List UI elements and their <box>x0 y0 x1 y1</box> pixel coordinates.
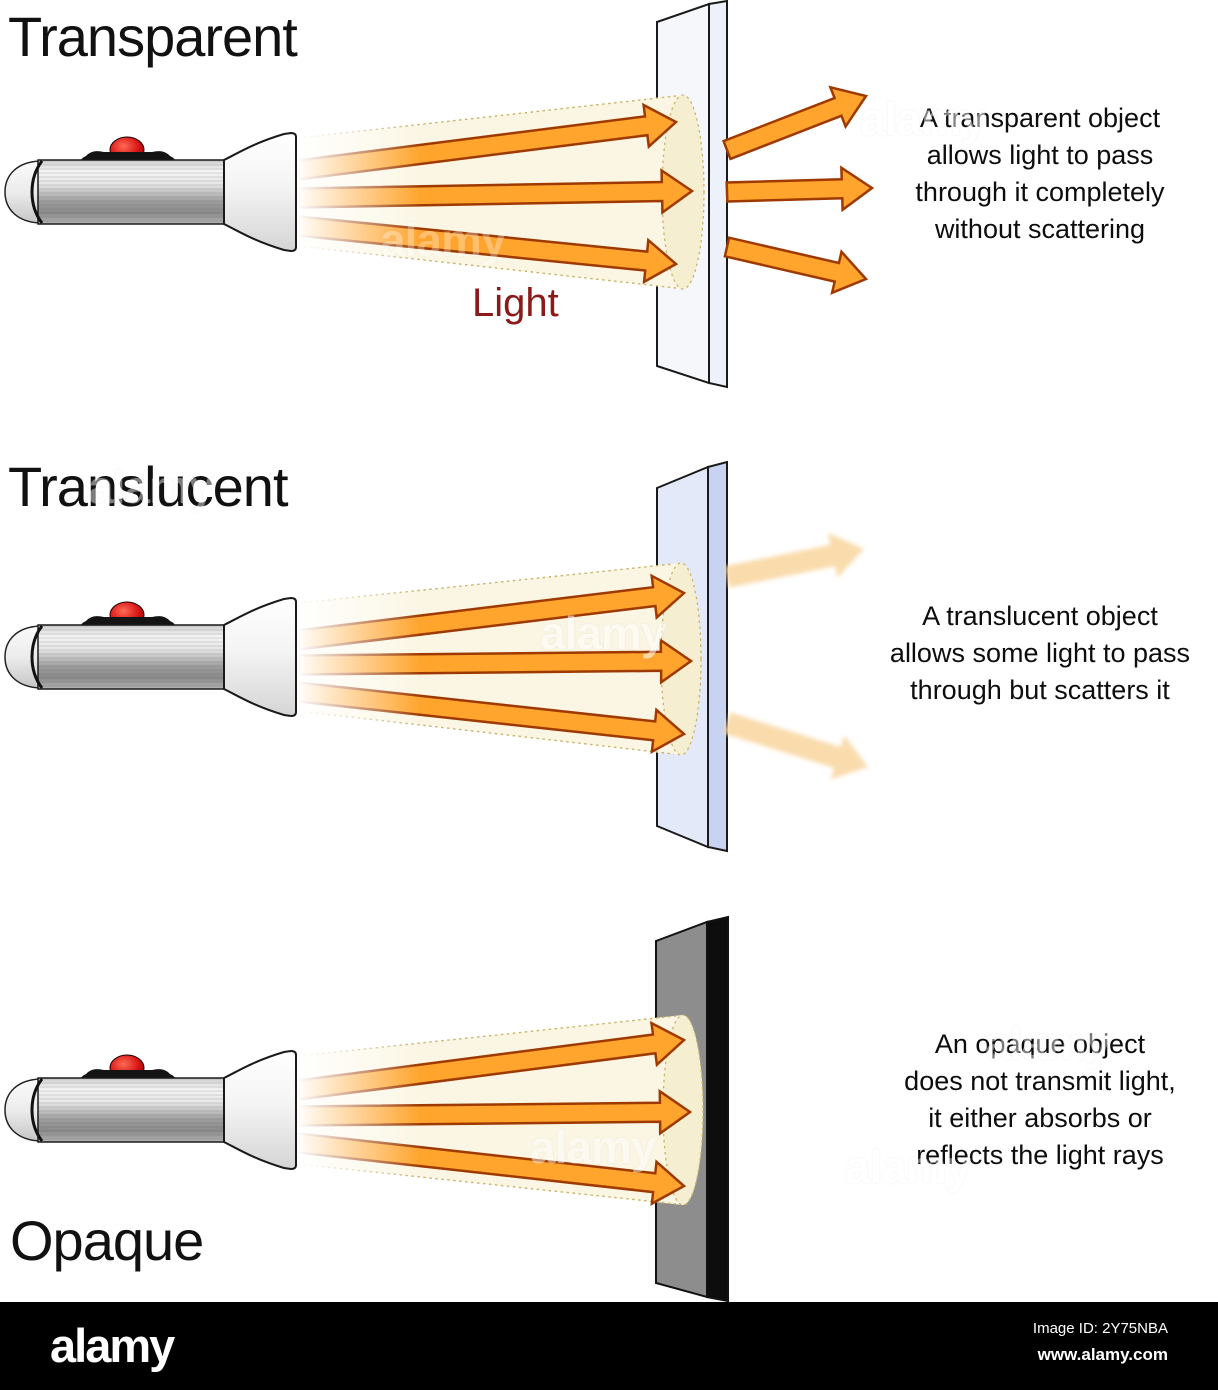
description-line: through but scatters it <box>910 675 1170 705</box>
description-line: An opaque object <box>934 1029 1146 1059</box>
alamy-url-text: www.alamy.com <box>1037 1345 1168 1364</box>
section-title-transparent: Transparent <box>8 5 298 68</box>
flashlight-graphic <box>3 131 298 253</box>
transmitted-light-rays <box>721 85 875 295</box>
translucent-description: A translucent object allows some light t… <box>862 598 1218 709</box>
flashlight-graphic <box>3 1049 298 1171</box>
description-line: does not transmit light, <box>904 1066 1176 1096</box>
faded-ray-arrow <box>723 712 868 780</box>
opaque-panel-side <box>706 915 729 1303</box>
footer-info: Image ID: 2Y75NBA www.alamy.com <box>1033 1316 1168 1368</box>
alamy-footer-bar: alamy Image ID: 2Y75NBA www.alamy.com <box>0 1302 1218 1390</box>
description-line: through it completely <box>915 177 1165 207</box>
image-id-text: Image ID: 2Y75NBA <box>1032 1320 1168 1337</box>
description-line: allows some light to pass <box>889 638 1191 668</box>
description-line: it either absorbs or <box>928 1103 1152 1133</box>
section-title-opaque: Opaque <box>10 1209 204 1272</box>
light-label: Light <box>472 281 559 325</box>
transparent-diagram <box>3 0 875 389</box>
translucent-diagram <box>3 460 868 853</box>
translucent-panel-side <box>707 460 728 853</box>
section-title-translucent: Translucent <box>8 455 288 518</box>
description-line: A transparent object <box>919 103 1161 133</box>
description-line: allows light to pass <box>926 140 1154 170</box>
description-line: reflects the light rays <box>916 1140 1164 1170</box>
light-ray-arrow <box>721 85 869 161</box>
transparent-description: A transparent object allows light to pas… <box>862 100 1218 248</box>
alamy-logo: alamy <box>50 1319 175 1372</box>
description-line: A translucent object <box>922 601 1158 631</box>
flashlight-graphic <box>3 596 298 718</box>
light-ray-arrow <box>723 236 869 295</box>
faded-ray-arrow <box>724 532 864 588</box>
scattered-light-rays <box>723 532 868 780</box>
opaque-description: An opaque object does not transmit light… <box>862 1026 1218 1174</box>
description-line: without scattering <box>934 214 1146 244</box>
opaque-diagram <box>3 915 729 1303</box>
light-ray-arrow <box>725 165 875 213</box>
transparent-panel-side <box>708 0 728 389</box>
